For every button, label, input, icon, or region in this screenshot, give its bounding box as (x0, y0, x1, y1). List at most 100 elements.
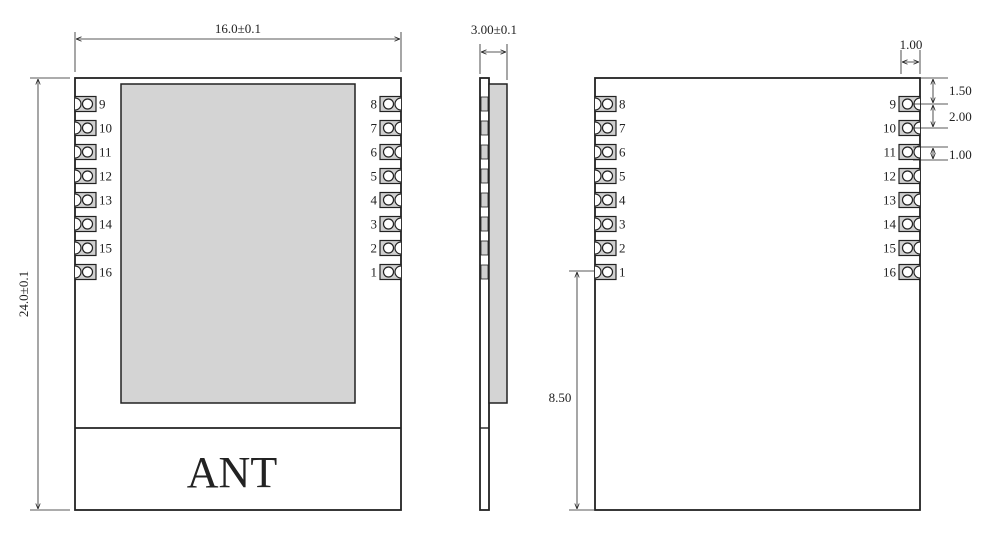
pin-pad: 3 (371, 215, 402, 233)
pitch-label: 2.00 (949, 109, 972, 124)
pin-label: 6 (619, 145, 626, 160)
thickness-dim-label: 3.00±0.1 (471, 22, 517, 37)
pin-pad: 4 (594, 191, 626, 209)
pin-pad: 5 (594, 167, 626, 185)
pin-pad: 6 (594, 143, 626, 161)
pin-label: 9 (890, 97, 897, 112)
side-pad (480, 96, 489, 112)
pin-pad: 6 (371, 143, 402, 161)
thickness-dimension: 3.00±0.1 (471, 22, 517, 80)
back-right-pads: 9 10 11 12 13 14 15 16 (883, 95, 921, 281)
pin-pad: 7 (594, 119, 626, 137)
pin-label: 16 (99, 265, 113, 280)
height-dim-label: 24.0±0.1 (16, 271, 31, 317)
pin-label: 11 (99, 145, 112, 160)
pin-pad: 3 (594, 215, 626, 233)
width-dim-label: 16.0±0.1 (215, 21, 261, 36)
pin-label: 3 (619, 217, 626, 232)
pin-label: 12 (883, 169, 896, 184)
pin-label: 13 (883, 193, 896, 208)
pin-pad: 7 (371, 119, 402, 137)
pin-pad: 9 (74, 95, 106, 113)
pin-pad: 1 (594, 263, 626, 281)
front-view: ANT 9 10 11 12 13 14 15 16 8 7 6 5 4 3 2 1 (74, 77, 402, 511)
back-module-outline (594, 77, 921, 511)
pin-pad: 12 (883, 167, 921, 185)
pin-label: 1 (371, 265, 378, 280)
pin-pad: 2 (594, 239, 626, 257)
side-pad (480, 240, 489, 256)
pin-pad: 11 (74, 143, 112, 161)
pin-pad: 10 (74, 119, 112, 137)
width-dimension: 16.0±0.1 (74, 21, 402, 72)
pin-pad: 11 (883, 143, 921, 161)
pin-pad: 14 (74, 215, 113, 233)
pin-label: 10 (883, 121, 896, 136)
side-pad (480, 264, 489, 280)
pin-label: 11 (883, 145, 896, 160)
pin-label: 15 (99, 241, 112, 256)
pin-pad: 5 (371, 167, 402, 185)
side-pads (480, 96, 489, 280)
pin-label: 1 (619, 265, 626, 280)
pin-label: 6 (371, 145, 378, 160)
pin-pad: 16 (74, 263, 113, 281)
front-left-pads: 9 10 11 12 13 14 15 16 (74, 95, 113, 281)
back-left-pads: 8 7 6 5 4 3 2 1 (594, 95, 626, 281)
height-dimension: 24.0±0.1 (16, 77, 70, 511)
shield-can (120, 83, 356, 404)
side-pad (480, 168, 489, 184)
pin-pad: 8 (371, 95, 402, 113)
side-pad (480, 144, 489, 160)
side-pad (480, 216, 489, 232)
pin-label: 3 (371, 217, 378, 232)
bottom-offset-label: 8.50 (549, 390, 572, 405)
pin-pad: 12 (74, 167, 112, 185)
right-vertical-dimensions: 1.50 2.00 1.00 (913, 77, 972, 162)
pin-pad: 15 (74, 239, 112, 257)
side-pad (480, 192, 489, 208)
side-pad (480, 120, 489, 136)
pin-pad: 13 (883, 191, 921, 209)
side-pcb (479, 77, 490, 511)
pin-label: 10 (99, 121, 112, 136)
pin-label: 2 (371, 241, 378, 256)
pin-label: 16 (883, 265, 897, 280)
pin-pad: 15 (883, 239, 921, 257)
pad-pitch-label: 1.00 (900, 37, 923, 52)
pin-label: 9 (99, 97, 106, 112)
pad-width-dimension: 1.00 (900, 37, 923, 74)
pin-label: 15 (883, 241, 896, 256)
pin-pad: 16 (883, 263, 921, 281)
pin-label: 7 (371, 121, 378, 136)
pin-pad: 4 (371, 191, 402, 209)
side-view (479, 77, 508, 511)
top-margin-label: 1.50 (949, 83, 972, 98)
side-shield (488, 83, 508, 404)
front-right-pads: 8 7 6 5 4 3 2 1 (371, 95, 402, 281)
pin-label: 14 (883, 217, 897, 232)
pin-label: 4 (371, 193, 378, 208)
pin-label: 14 (99, 217, 113, 232)
pad-height-label: 1.00 (949, 147, 972, 162)
bottom-offset-dimension: 8.50 (549, 270, 594, 511)
pin-label: 8 (619, 97, 626, 112)
pin-label: 4 (619, 193, 626, 208)
pin-pad: 2 (371, 239, 402, 257)
pin-label: 7 (619, 121, 626, 136)
pin-label: 5 (371, 169, 378, 184)
pin-label: 8 (371, 97, 378, 112)
antenna-label: ANT (187, 448, 278, 497)
pin-pad: 14 (883, 215, 921, 233)
pin-pad: 10 (883, 119, 921, 137)
pin-pad: 1 (371, 263, 402, 281)
pin-label: 5 (619, 169, 626, 184)
back-view: 8 7 6 5 4 3 2 1 9 10 11 12 13 14 15 16 (594, 77, 921, 511)
pin-pad: 13 (74, 191, 112, 209)
pin-label: 12 (99, 169, 112, 184)
pin-label: 13 (99, 193, 112, 208)
pin-label: 2 (619, 241, 626, 256)
pin-pad: 8 (594, 95, 626, 113)
